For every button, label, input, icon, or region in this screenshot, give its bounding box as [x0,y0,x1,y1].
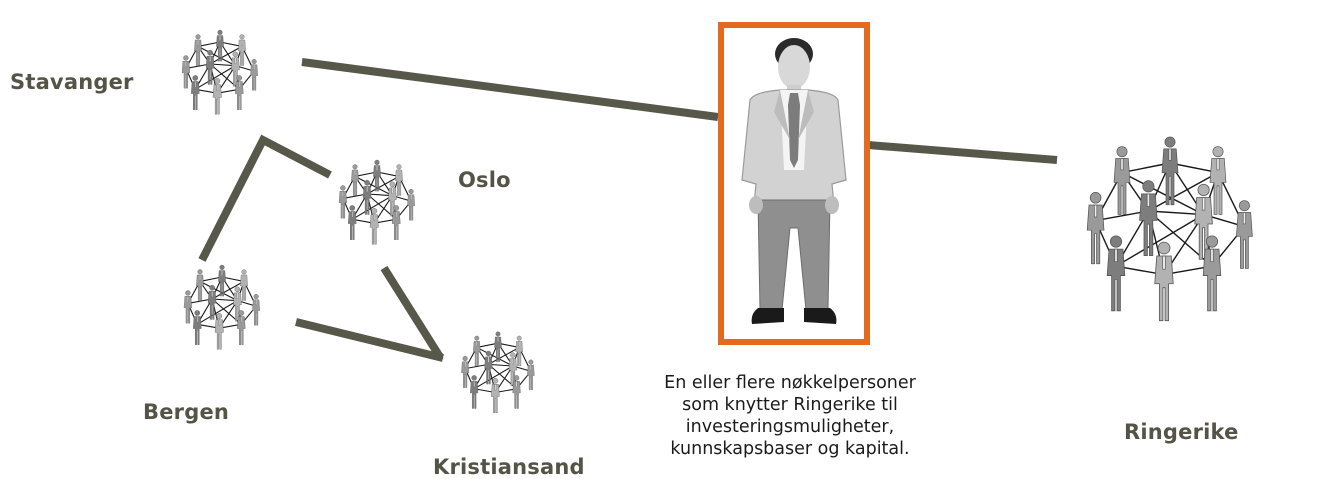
person-icon [395,164,403,196]
person-icon [252,293,261,326]
network-link [209,45,243,65]
person-icon [183,290,193,324]
network-link [476,342,499,348]
person-icon [1086,191,1105,265]
network-link [1121,171,1204,216]
label-oslo: Oslo [458,168,511,192]
network-link [473,365,514,390]
label-ringerike: Ringerike [1124,420,1239,444]
caption-line: kunnskapsbaser og kapital. [670,439,910,459]
connector-bergen-kristiansand [295,318,444,362]
network-link [465,363,489,370]
network-cluster-stavanger [181,29,259,115]
network-link [221,276,245,282]
person-icon [240,269,248,301]
businessman-icon [741,38,847,324]
person-icon [214,312,224,350]
network-link [354,175,393,197]
network-link [488,346,520,365]
network-link [376,171,400,177]
caption-line: som knytter Ringerike til [682,395,898,415]
person-icon [347,205,357,241]
network-link [1148,171,1219,212]
network-link [210,63,236,67]
label-bergen: Bergen [143,400,230,424]
person-icon [212,77,222,115]
key-person [718,22,870,345]
network-link [366,175,400,195]
network-link [497,342,520,348]
person-icon [250,58,259,91]
connector-stavanger-keyperson [301,58,719,121]
person-icon [194,34,202,66]
label-kristiansand: Kristiansand [433,455,585,479]
person-icon [196,269,204,301]
person-icon [338,185,348,219]
network-cluster-oslo [338,159,416,245]
connector-keyperson-ringerike [867,141,1058,164]
person-icon [351,164,359,196]
caption-line: En eller flere nøkkelpersoner [664,373,916,393]
person-icon [1154,241,1174,322]
person-icon [238,34,246,66]
network-link [342,193,368,199]
network-link [488,363,513,367]
network-link [199,276,223,282]
person-icon [1138,180,1158,257]
person-icon [515,335,523,367]
network-link [1121,162,1171,174]
network-cluster-bergen [183,264,261,350]
connector-lines [198,58,1058,362]
connector-bergen-oslo [198,134,332,262]
network-link [212,298,238,302]
person-icon [1209,145,1227,215]
network-link [1095,210,1149,222]
network-link [351,195,393,220]
network-link [1115,213,1204,267]
network-link [367,193,393,197]
person-icon [181,55,191,89]
network-link [185,63,211,69]
network-link [219,41,243,47]
connector-oslo-kristiansand [380,265,444,360]
network-cluster-kristiansand [461,331,535,414]
person-icon [527,359,535,390]
person-icon [1235,199,1253,269]
person-icon [469,375,479,409]
network-link [354,171,378,177]
person-icon [461,355,470,388]
network-cluster-ringerike [1086,136,1253,322]
person-icon [407,188,416,221]
person-icon [473,335,481,367]
network-link [476,346,514,367]
person-icon [490,377,500,414]
network-link [196,300,238,325]
network-link [211,280,245,300]
person-icon [192,310,202,346]
network-link [197,45,236,67]
key-person-caption: En eller flere nøkkelpersoner som knytte… [620,372,960,460]
network-link [1148,210,1204,216]
network-link [194,65,236,90]
network-link [197,41,221,47]
person-icon [1113,145,1131,215]
network-link [187,298,213,304]
caption-line: investeringsmuligheter, [685,417,895,437]
label-stavanger: Stavanger [10,70,134,94]
person-icon [369,207,379,245]
network-link [1169,162,1219,174]
person-icon [190,75,200,111]
network-link [199,280,238,302]
person-icon [1106,235,1126,312]
